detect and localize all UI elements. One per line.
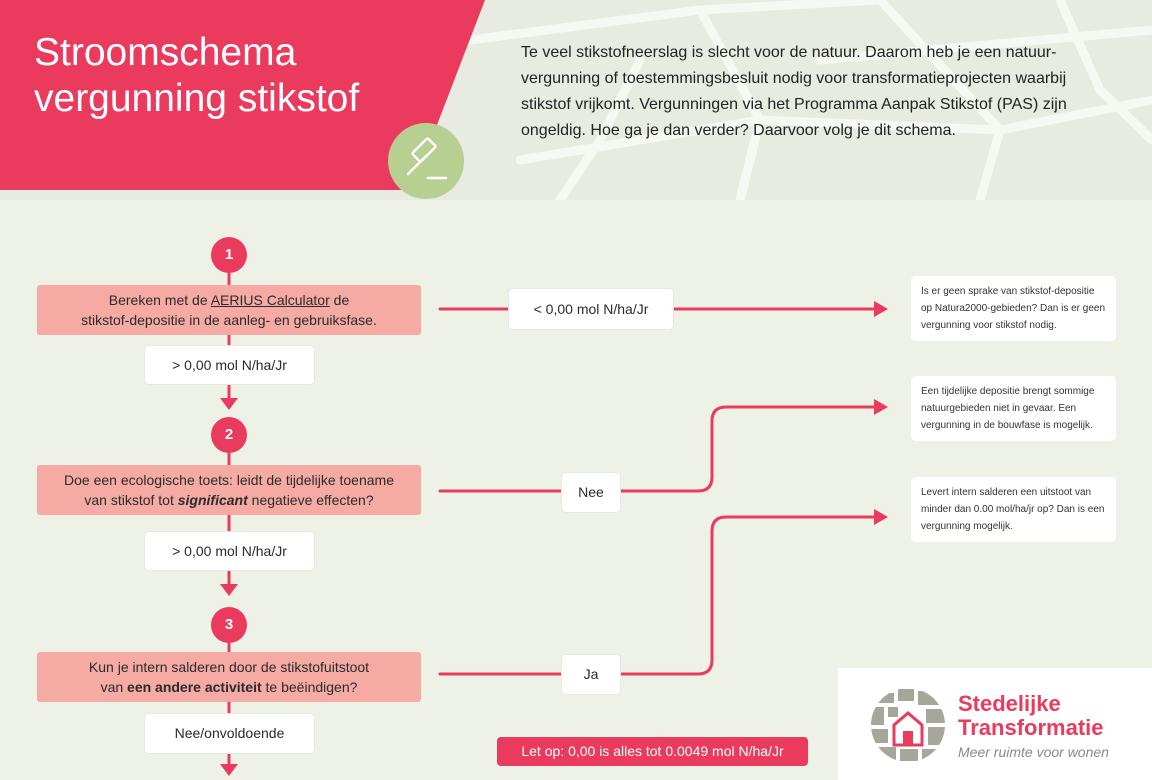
- step-1-down-label: > 0,00 mol N/ha/Jr: [145, 346, 314, 384]
- title-line-1: Stroomschema: [34, 31, 297, 74]
- title-line-2: vergunning stikstof: [34, 77, 360, 120]
- warning-banner: Let op: 0,00 is alles tot 0.0049 mol N/h…: [497, 737, 808, 766]
- step-2-emphasis: significant: [177, 492, 248, 508]
- step-2-right-label: Nee: [562, 473, 620, 512]
- logo-name-line-2: Transformatie: [958, 715, 1104, 740]
- step-1-box: Bereken met de AERIUS Calculator de stik…: [37, 285, 421, 335]
- step-2-down-label: > 0,00 mol N/ha/Jr: [145, 532, 314, 570]
- step-2-text: van stikstof tot: [84, 492, 178, 508]
- step-3-down-label: Nee/onvoldoende: [145, 714, 314, 753]
- step-3-text-end: te beëindigen?: [261, 679, 358, 695]
- step-2-text-line-1: Doe een ecologische toets: leidt de tijd…: [64, 472, 394, 488]
- step-1-text-line-2: stikstof-depositie in de aanleg- en gebr…: [81, 312, 377, 328]
- step-1-right-label: < 0,00 mol N/ha/Jr: [509, 289, 673, 329]
- logo-tagline: Meer ruimte voor wonen: [958, 744, 1109, 760]
- step-2-text-end: negatieve effecten?: [247, 492, 374, 508]
- step-3-badge: 3: [211, 607, 247, 643]
- step-2-box: Doe een ecologische toets: leidt de tijd…: [37, 465, 421, 515]
- outcome-note-1: Is er geen sprake van stikstof-depositie…: [911, 276, 1116, 341]
- step-3-text: van: [100, 679, 128, 695]
- step-2-badge: 2: [211, 417, 247, 453]
- step-3-right-label: Ja: [562, 655, 620, 694]
- step-3-text-line-1: Kun je intern salderen door de stikstofu…: [88, 659, 370, 675]
- header-banner: [0, 0, 485, 190]
- stedelijke-transformatie-logo: [871, 688, 945, 762]
- step-3-box: Kun je intern salderen door de stikstofu…: [37, 652, 421, 702]
- step-3-emphasis: een andere activiteit: [127, 679, 262, 695]
- logo-name-line-1: Stedelijke: [958, 691, 1061, 716]
- page-title: Stroomschema vergunning stikstof: [34, 30, 454, 122]
- logo-name: Stedelijke Transformatie: [958, 692, 1104, 740]
- outcome-note-3: Levert intern salderen een uitstoot van …: [911, 477, 1116, 542]
- step-1-badge: 1: [211, 237, 247, 273]
- step-1-text-end: de: [329, 292, 350, 308]
- step-1-text: Bereken met de: [108, 292, 211, 308]
- aerius-calculator-link[interactable]: AERIUS Calculator: [210, 292, 330, 308]
- logo-panel: Stedelijke Transformatie Meer ruimte voo…: [838, 668, 1152, 780]
- gavel-icon: [388, 123, 464, 199]
- intro-text: Te veel stikstofneerslag is slecht voor …: [521, 44, 1067, 139]
- outcome-note-2: Een tijdelijke depositie brengt sommige …: [911, 376, 1116, 441]
